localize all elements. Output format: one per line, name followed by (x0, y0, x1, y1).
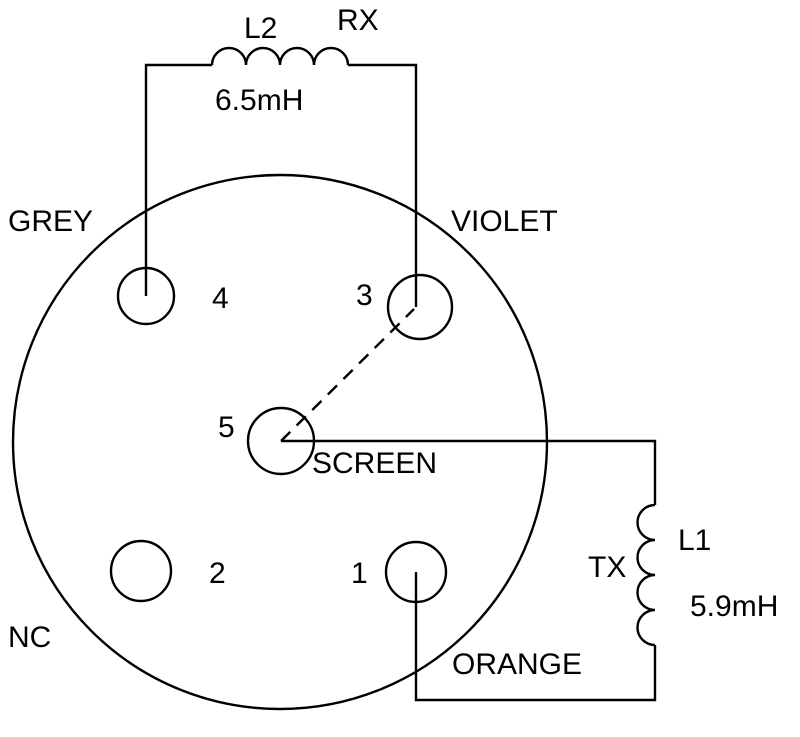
screen-dashed-link (280, 308, 415, 442)
label-grey: GREY (8, 205, 93, 238)
wire-l2-to-pin3 (348, 63, 418, 307)
label-pin3: 3 (356, 279, 373, 312)
label-orange: ORANGE (452, 648, 582, 681)
inductor-l2-coil (210, 46, 350, 66)
wire-pin4-to-l2 (144, 63, 212, 296)
label-pin4: 4 (212, 282, 229, 315)
label-pin5: 5 (218, 411, 235, 444)
pin-2-circle (109, 539, 173, 603)
label-l2-value: 6.5mH (215, 84, 303, 117)
label-screen: SCREEN (312, 447, 437, 480)
label-l2: L2 (244, 12, 277, 45)
wire-pin5-to-l1 (281, 439, 657, 505)
label-pin1: 1 (351, 557, 368, 590)
inductor-l1-coil (636, 503, 656, 647)
label-l1-value: 5.9mH (690, 590, 778, 623)
pin-3-circle (386, 273, 454, 341)
label-pin2: 2 (209, 557, 226, 590)
label-rx: RX (337, 4, 379, 37)
wire-l1-to-pin1 (414, 572, 657, 702)
label-tx: TX (588, 551, 626, 584)
label-l1: L1 (678, 524, 711, 557)
label-nc: NC (8, 621, 51, 654)
label-violet: VIOLET (451, 205, 558, 238)
